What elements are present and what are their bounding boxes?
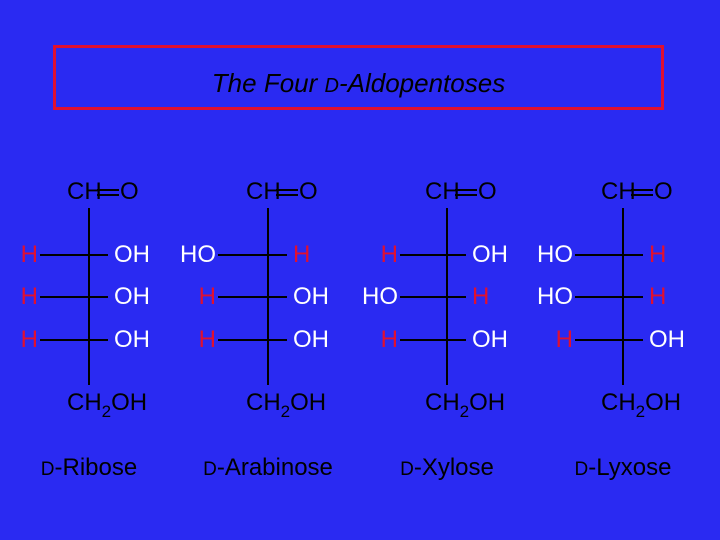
ch2oh-group: CH2OH [67, 389, 148, 422]
sugar-name-d-prefix: D [400, 459, 414, 480]
ch2oh-subscript: 2 [459, 402, 470, 421]
ch2oh-group: CH2OH [425, 389, 506, 422]
aldehyde-o: O [299, 178, 318, 205]
ch2oh-ch: CH [246, 389, 281, 416]
aldehyde-o: O [120, 178, 139, 205]
substituent-left: H [20, 283, 38, 310]
horizontal-bond [40, 254, 108, 256]
substituent-right: H [293, 241, 311, 268]
substituent-left: H [198, 326, 216, 353]
title-suffix: -Aldopentoses [338, 68, 506, 98]
ch2oh-subscript: 2 [101, 402, 112, 421]
page-title: The Four D-Aldopentoses [56, 68, 661, 99]
substituent-left: HO [537, 241, 573, 268]
substituent-left: HO [180, 241, 216, 268]
substituent-right: OH [114, 326, 150, 353]
horizontal-bond [575, 254, 643, 256]
aldehyde-ch: CH [246, 178, 281, 205]
substituent-right: H [472, 283, 490, 310]
ch2oh-oh: OH [469, 389, 506, 416]
substituent-right: OH [472, 241, 508, 268]
ch2oh-oh: OH [290, 389, 327, 416]
substituent-left: H [20, 241, 38, 268]
title-prefix: The Four [211, 68, 325, 98]
ch2oh-ch: CH [425, 389, 460, 416]
sugar-name-d-prefix: D [574, 459, 589, 480]
ch2oh-ch: CH [67, 389, 102, 416]
sugar-name: D-Ribose [41, 456, 137, 482]
substituent-left: H [198, 283, 216, 310]
horizontal-bond [400, 296, 466, 298]
substituent-right: OH [114, 241, 150, 268]
substituent-left: H [20, 326, 38, 353]
substituent-right: OH [293, 283, 329, 310]
sugar-name-text: -Xylose [413, 454, 494, 481]
substituent-left: HO [537, 283, 573, 310]
horizontal-bond [218, 339, 287, 341]
sugar-name-d-prefix: D [40, 459, 55, 480]
double-bond [97, 189, 119, 196]
horizontal-bond [218, 254, 287, 256]
horizontal-bond [575, 339, 643, 341]
horizontal-bond [400, 254, 466, 256]
horizontal-bond [40, 339, 108, 341]
ch2oh-group: CH2OH [246, 389, 327, 422]
substituent-left: H [555, 326, 573, 353]
substituent-right: OH [293, 326, 329, 353]
horizontal-bond [40, 296, 108, 298]
aldehyde-ch: CH [67, 178, 102, 205]
double-bond [455, 189, 477, 196]
sugar-name: D-Xylose [400, 456, 494, 482]
substituent-left: H [380, 241, 398, 268]
aldehyde-o: O [654, 178, 673, 205]
double-bond [631, 189, 653, 196]
title-d-prefix: D [324, 75, 339, 97]
sugar-name-text: -Lyxose [588, 454, 672, 481]
horizontal-bond [218, 296, 287, 298]
aldehyde-o: O [478, 178, 497, 205]
ch2oh-oh: OH [645, 389, 682, 416]
sugar-name: D-Arabinose [203, 456, 333, 482]
ch2oh-oh: OH [111, 389, 148, 416]
sugar-name: D-Lyxose [575, 456, 672, 482]
ch2oh-subscript: 2 [635, 402, 646, 421]
horizontal-bond [575, 296, 643, 298]
title-box: The Four D-Aldopentoses [53, 45, 664, 110]
ch2oh-subscript: 2 [280, 402, 291, 421]
substituent-right: OH [472, 326, 508, 353]
sugar-name-text: -Ribose [54, 454, 138, 481]
double-bond [276, 189, 298, 196]
ch2oh-ch: CH [601, 389, 636, 416]
sugar-name-text: -Arabinose [216, 454, 333, 481]
ch2oh-group: CH2OH [601, 389, 682, 422]
aldehyde-ch: CH [601, 178, 636, 205]
substituent-right: H [649, 241, 667, 268]
substituent-right: OH [649, 326, 685, 353]
substituent-left: HO [362, 283, 398, 310]
substituent-left: H [380, 326, 398, 353]
sugar-name-d-prefix: D [203, 459, 217, 480]
substituent-right: H [649, 283, 667, 310]
substituent-right: OH [114, 283, 150, 310]
aldehyde-ch: CH [425, 178, 460, 205]
horizontal-bond [400, 339, 466, 341]
